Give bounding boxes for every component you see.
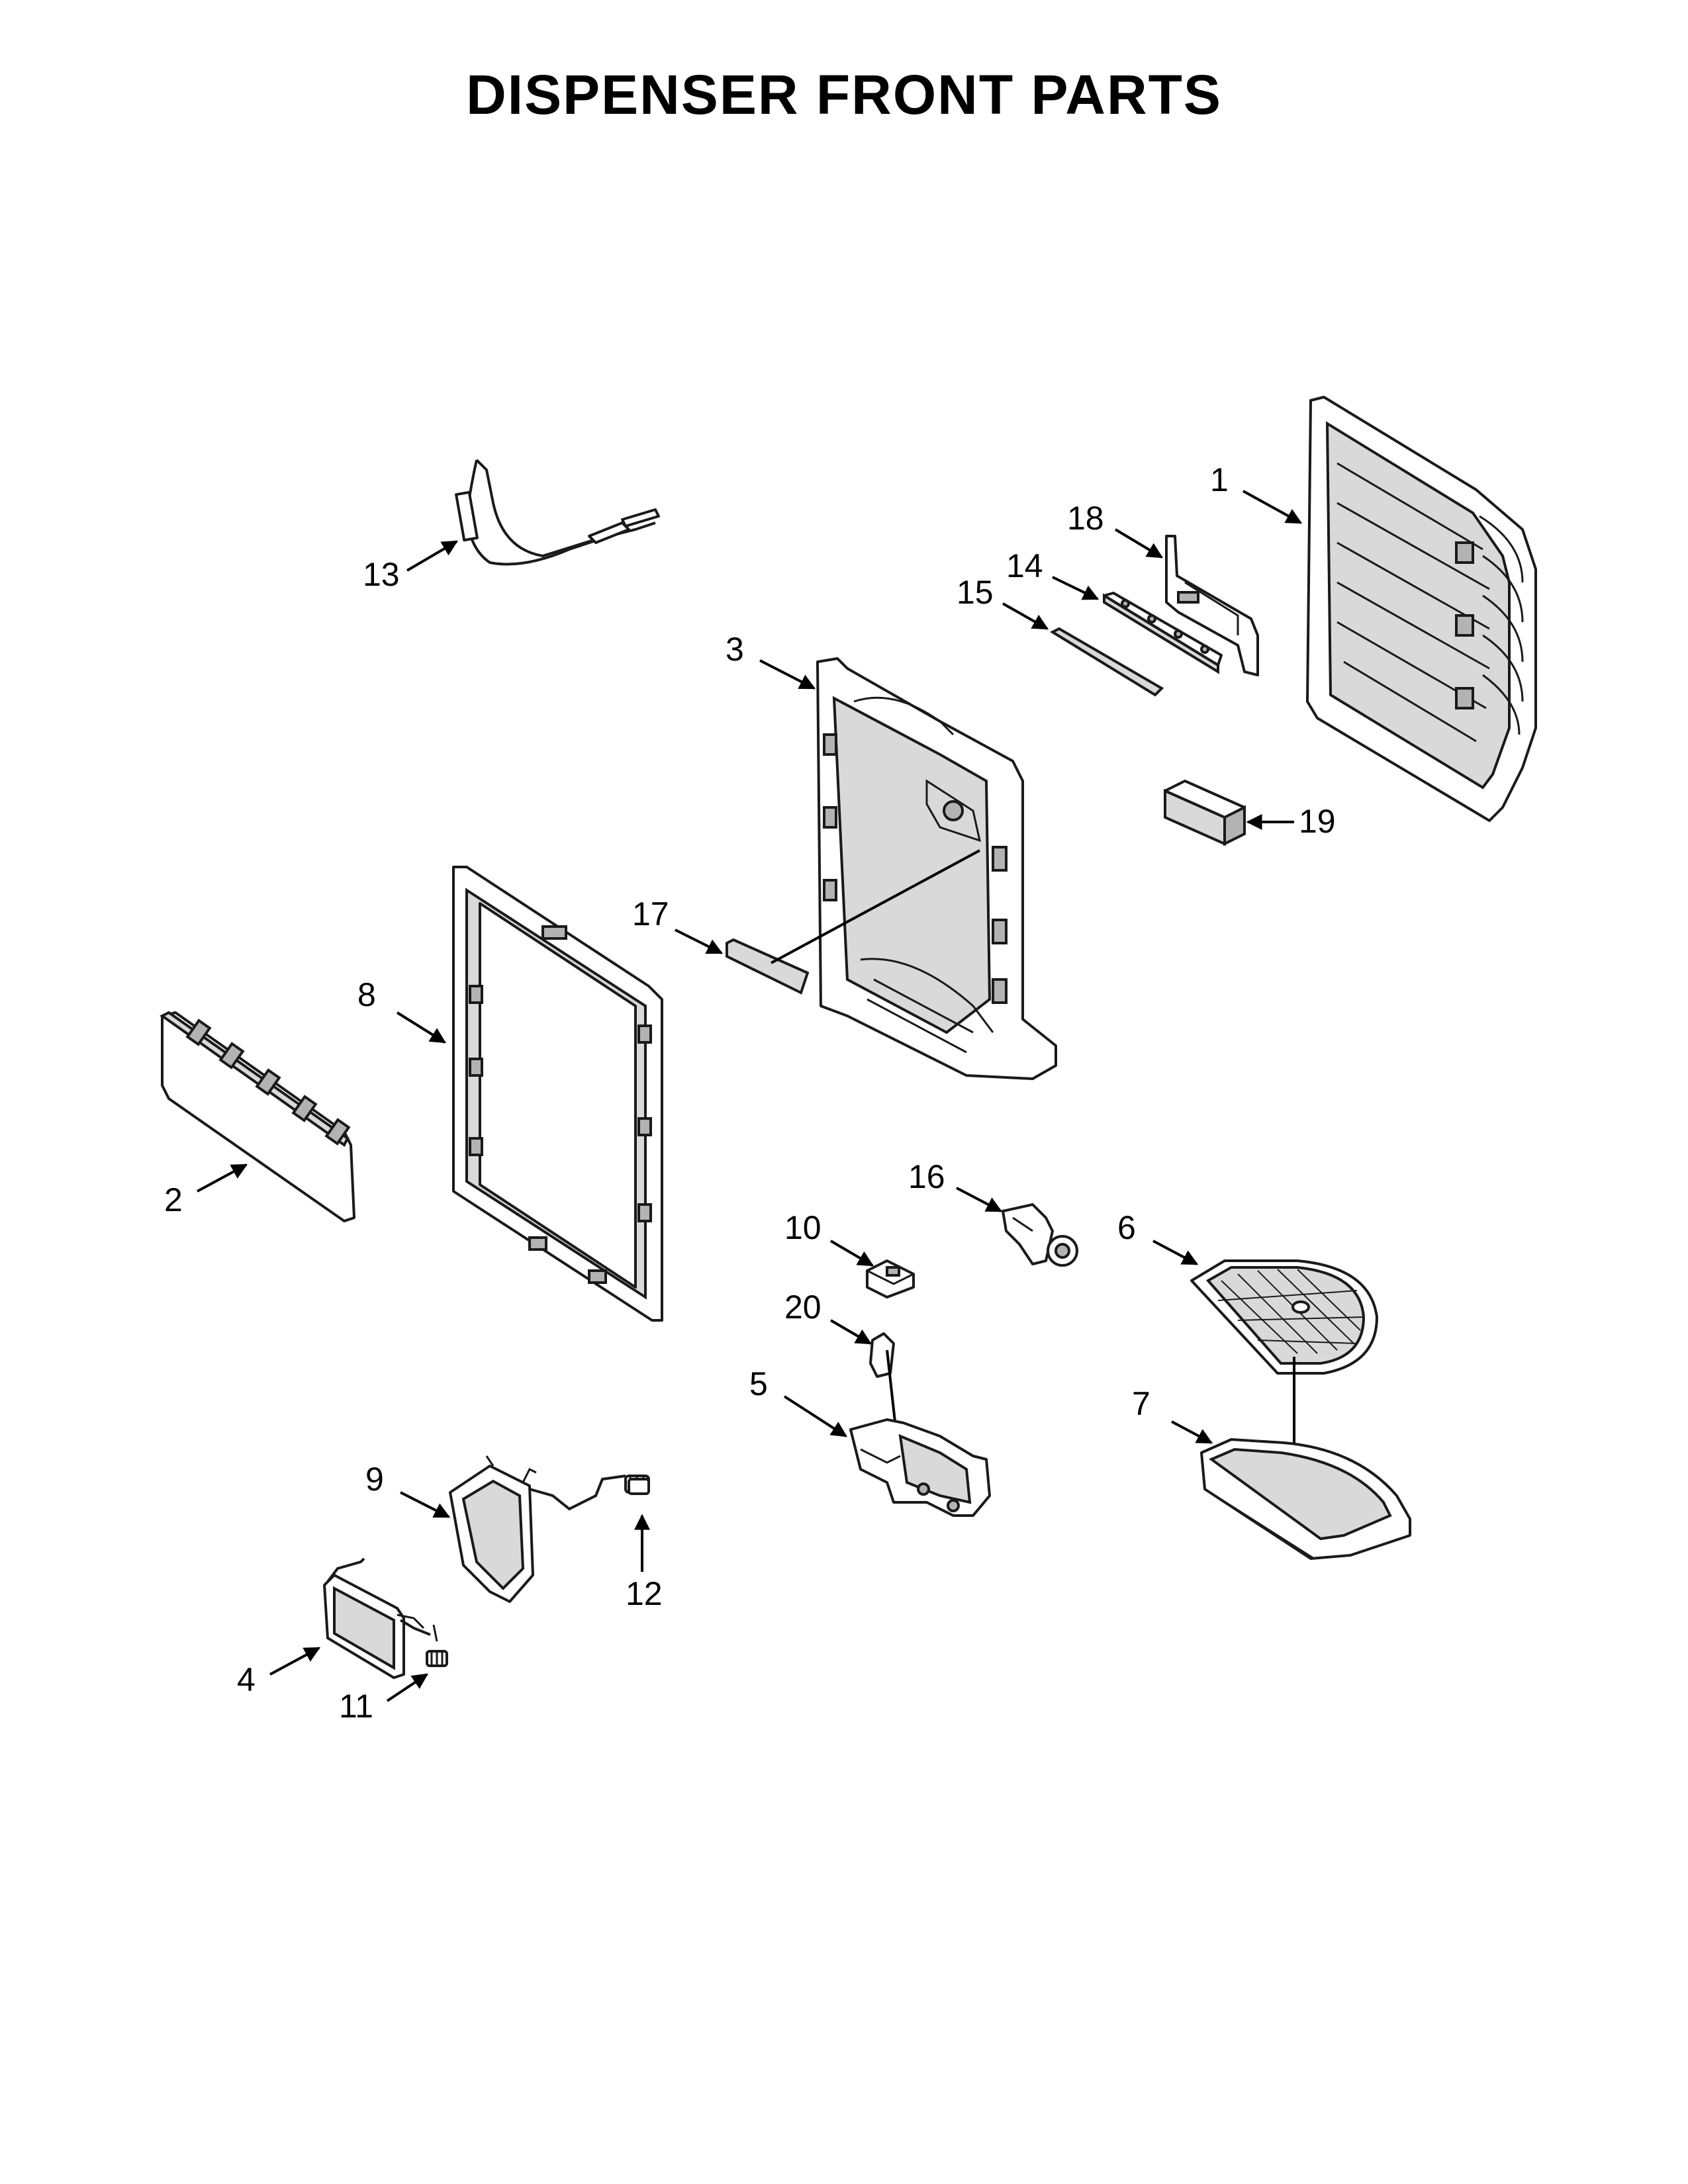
callout-label-3: 3 — [726, 631, 744, 668]
part-8-bezel-frame[interactable] — [452, 866, 663, 1322]
part-7-drip-tray-base[interactable] — [1200, 1438, 1411, 1560]
callout-label-15: 15 — [957, 574, 994, 611]
part-17-pad[interactable] — [726, 849, 980, 995]
callout-label-6: 6 — [1117, 1209, 1136, 1246]
callout-label-1: 1 — [1210, 461, 1229, 498]
callout-label-2: 2 — [164, 1181, 183, 1218]
part-6-drip-tray-grille[interactable] — [1190, 1259, 1378, 1492]
callout-16: 16 — [908, 1158, 1003, 1212]
callout-15: 15 — [957, 574, 1049, 630]
callout-label-19: 19 — [1299, 803, 1336, 840]
part-15-membrane-strip[interactable] — [1049, 627, 1164, 697]
callout-20: 20 — [784, 1289, 872, 1345]
callout-8: 8 — [357, 976, 447, 1044]
callout-11: 11 — [339, 1673, 428, 1725]
callout-label-9: 9 — [365, 1461, 384, 1498]
part-2-control-panel-cover[interactable] — [160, 1011, 355, 1222]
part-16-actuator[interactable] — [1002, 1203, 1078, 1267]
callout-18: 18 — [1067, 500, 1164, 559]
callout-label-17: 17 — [632, 895, 669, 933]
part-1-dispenser-housing[interactable] — [1306, 396, 1537, 822]
page-title: DISPENSER FRONT PARTS — [466, 64, 1222, 126]
part-14-control-board[interactable] — [1103, 592, 1223, 674]
callout-14: 14 — [1006, 547, 1100, 600]
callout-13: 13 — [363, 540, 459, 593]
part-9-ice-door[interactable] — [449, 1455, 650, 1603]
callout-label-18: 18 — [1067, 500, 1104, 537]
callout-10: 10 — [784, 1209, 874, 1267]
callout-label-4: 4 — [237, 1661, 256, 1698]
part-4-lever[interactable] — [323, 1557, 425, 1679]
callout-6: 6 — [1117, 1209, 1199, 1265]
callout-19: 19 — [1246, 803, 1336, 840]
part-18-bracket[interactable] — [1165, 535, 1259, 676]
part-13-wire-harness[interactable] — [455, 459, 660, 566]
part-3-dispenser-frame[interactable] — [816, 657, 1057, 1080]
part-10-switch[interactable] — [866, 1259, 915, 1298]
callout-9: 9 — [365, 1461, 451, 1518]
callout-label-8: 8 — [357, 976, 376, 1013]
part-11-spring[interactable] — [399, 1619, 448, 1667]
callout-4: 4 — [237, 1647, 321, 1698]
callout-2: 2 — [164, 1163, 248, 1218]
part-19-foam-block[interactable] — [1164, 780, 1246, 846]
callout-3: 3 — [726, 631, 816, 690]
callout-label-5: 5 — [749, 1365, 768, 1402]
callout-1: 1 — [1210, 461, 1303, 524]
callout-label-10: 10 — [784, 1209, 821, 1246]
callout-7: 7 — [1132, 1385, 1213, 1444]
callout-12: 12 — [626, 1514, 663, 1612]
callout-5: 5 — [749, 1365, 848, 1437]
callout-label-7: 7 — [1132, 1385, 1150, 1422]
callout-label-13: 13 — [363, 556, 400, 593]
callout-label-14: 14 — [1006, 547, 1043, 584]
callout-label-12: 12 — [626, 1575, 663, 1612]
callout-label-16: 16 — [908, 1158, 945, 1195]
callout-17: 17 — [632, 895, 724, 954]
part-12-spring[interactable] — [628, 1478, 650, 1495]
part-5-ice-door-housing[interactable] — [849, 1418, 991, 1517]
callout-label-20: 20 — [784, 1289, 821, 1326]
callout-label-11: 11 — [339, 1688, 373, 1725]
